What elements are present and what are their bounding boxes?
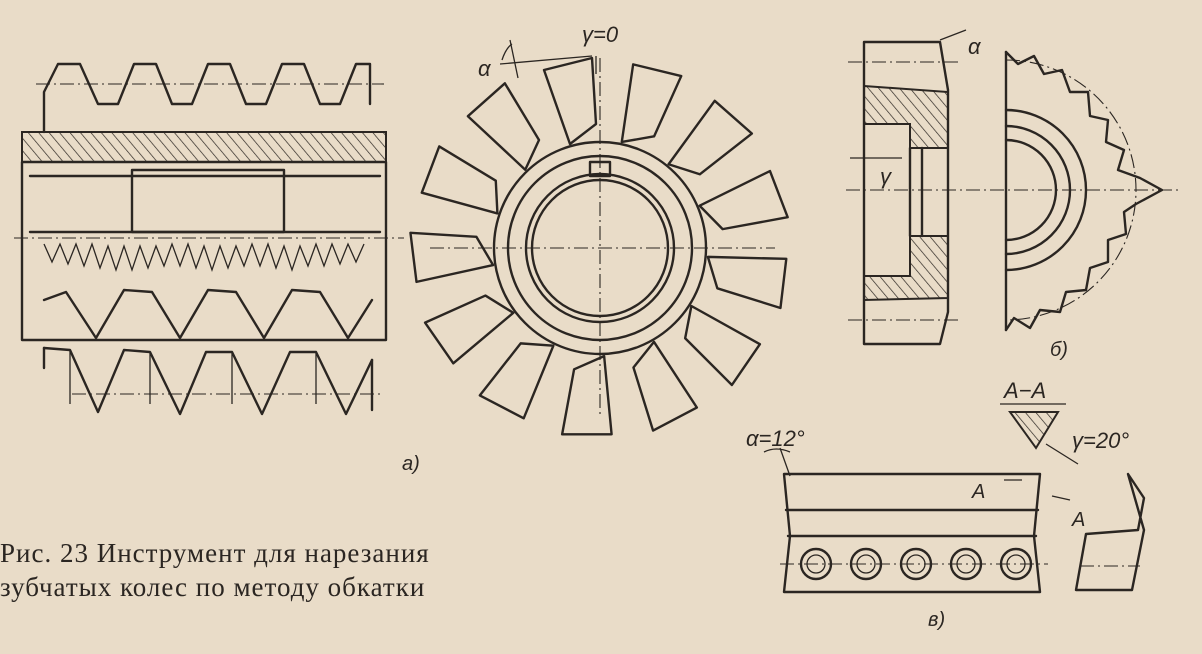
rack-cutter-view bbox=[763, 403, 1146, 594]
label-gamma-v: γ=20° bbox=[1072, 428, 1129, 453]
label-cut-a1: A bbox=[971, 481, 985, 503]
hob-side-view bbox=[14, 62, 404, 416]
rake-angle-marks bbox=[499, 39, 597, 79]
label-gamma-zero: γ=0 bbox=[582, 22, 619, 47]
disk-cutter-front-view bbox=[409, 56, 789, 436]
figure-caption: Рис. 23 Инструмент для нарезания зубчаты… bbox=[0, 536, 660, 604]
caption-line-1: Рис. 23 Инструмент для нарезания bbox=[0, 538, 430, 568]
label-view-v: в) bbox=[928, 609, 945, 631]
shaper-cutter-half-face bbox=[1004, 50, 1164, 332]
label-view-a: а) bbox=[402, 453, 420, 475]
label-alpha-b: α bbox=[968, 34, 982, 59]
caption-line-2: зубчатых колес по методу обкатки bbox=[0, 572, 426, 602]
label-cut-a2: A bbox=[1071, 509, 1085, 531]
label-alpha-a: α bbox=[478, 56, 492, 81]
label-alpha-v: α=12° bbox=[746, 426, 805, 451]
label-view-b: б) bbox=[1050, 339, 1068, 361]
label-gamma-b: γ bbox=[880, 164, 893, 189]
shaper-cutter-section-view bbox=[846, 29, 1180, 346]
label-section-a-a: A−A bbox=[1002, 378, 1046, 403]
